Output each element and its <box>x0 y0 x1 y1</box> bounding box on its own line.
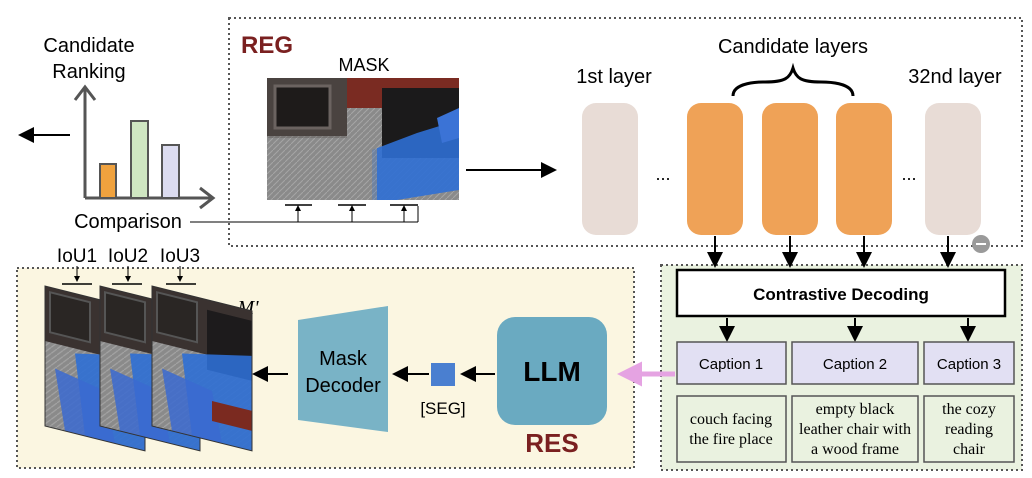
res-label: RES <box>525 428 578 458</box>
iou1-label: IoU1 <box>57 246 97 267</box>
caption-2-line-2: leather chair with <box>799 421 911 438</box>
layer-candidate-3 <box>836 103 892 235</box>
layer-last <box>925 103 981 235</box>
ranking-bar-3 <box>161 144 180 199</box>
caption-2-box <box>791 341 919 385</box>
layers-ellipsis-left: ... <box>655 164 670 184</box>
caption-2-line-1: empty black <box>816 401 895 418</box>
iou2-label: IoU2 <box>108 246 148 267</box>
ranking-y-arrowhead <box>73 84 97 101</box>
caption-1-line-2: the fire place <box>689 431 773 448</box>
reg-region <box>228 17 1023 247</box>
llm-label: LLM <box>523 356 581 387</box>
iou3-label: IoU3 <box>160 246 200 267</box>
mask-decoder-label-line2: Decoder <box>305 375 381 397</box>
layer-first <box>582 103 638 235</box>
caption-1-text-box <box>676 395 787 463</box>
candidate-layers-label: Candidate layers <box>718 36 868 58</box>
reg-label: REG <box>241 32 293 59</box>
mask-image <box>267 78 459 200</box>
first-layer-label: 1st layer <box>576 66 652 88</box>
caption-2-text: empty black leather chair with a wood fram… <box>799 401 911 458</box>
mask-label: MASK <box>338 55 389 75</box>
caption-1-label: Caption 1 <box>699 356 763 373</box>
ranking-bar-2 <box>130 120 149 199</box>
caption-3-text: the cozy reading chair <box>942 401 996 458</box>
caption-3-line-3: chair <box>953 441 986 458</box>
caption-1-box <box>676 341 787 385</box>
layer-candidate-2 <box>762 103 818 235</box>
caption-3-text-box <box>923 395 1015 463</box>
llm-box <box>497 317 607 425</box>
caption-3-box <box>923 341 1015 385</box>
caption-1-line-1: couch facing <box>690 411 772 428</box>
caption-2-text-box <box>791 395 919 463</box>
ranking-x-arrowhead <box>199 186 216 210</box>
output-mask-3 <box>150 284 254 452</box>
layer-candidate-1 <box>687 103 743 235</box>
last-layer-label: 32nd layer <box>908 66 1002 88</box>
contrastive-decoding-label: Contrastive Decoding <box>753 285 929 304</box>
caption-2-line-3: a wood frame <box>811 441 899 458</box>
mask-decoder-shape <box>298 306 388 432</box>
caption-3-label: Caption 3 <box>937 356 1001 373</box>
contrastive-decoding-box <box>675 268 1007 318</box>
caption-1-text: couch facing the fire place <box>689 411 773 448</box>
layers-ellipsis-right: ... <box>901 164 916 184</box>
seg-token <box>431 363 455 386</box>
mask-decoder-label-line1: Mask <box>319 348 368 370</box>
seg-label: [SEG] <box>420 399 465 418</box>
ranking-bar-1 <box>99 163 117 199</box>
caption-3-line-1: the cozy <box>942 401 996 418</box>
candidate-ranking-label-line1: Candidate <box>43 35 134 57</box>
caption-3-line-2: reading <box>945 421 993 438</box>
comparison-label: Comparison <box>74 211 182 233</box>
candidate-layers-brace <box>731 62 855 97</box>
candidate-ranking-label-line2: Ranking <box>52 61 125 83</box>
caption-2-label: Caption 2 <box>823 356 887 373</box>
